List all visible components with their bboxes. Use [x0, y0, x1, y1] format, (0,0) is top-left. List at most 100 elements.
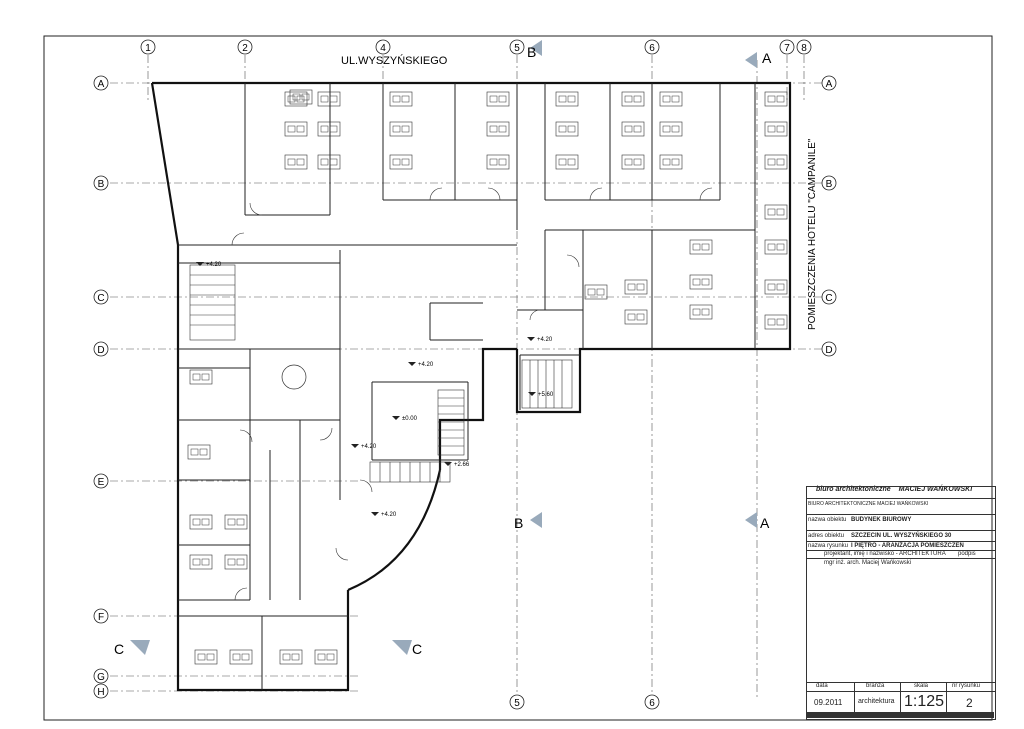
svg-text:8: 8 — [801, 43, 807, 54]
desk-30 — [689, 304, 713, 320]
address-value: SZCZECIN UL. WYSZYŃSKIEGO 30 — [851, 533, 952, 539]
level-marker-4: +4.20 — [408, 362, 434, 368]
row-bubble-right-D: D — [821, 341, 837, 357]
column-bubble-4: 4 — [375, 39, 391, 55]
branch-label: branża — [866, 683, 885, 689]
svg-text:D: D — [825, 345, 832, 356]
svg-text:6: 6 — [649, 43, 655, 54]
meeting-table — [281, 364, 307, 390]
desk-27 — [764, 314, 788, 330]
desk-39 — [189, 554, 213, 570]
desk-38 — [224, 514, 248, 530]
section-marker-b: B B — [514, 40, 542, 531]
svg-text:B: B — [826, 179, 833, 190]
svg-text:6: 6 — [649, 698, 655, 709]
section-mark-a-top: A — [762, 50, 772, 66]
desk-1 — [284, 121, 308, 137]
date-value: 09.2011 — [814, 698, 843, 707]
desk-26 — [764, 279, 788, 295]
desk-18 — [659, 91, 683, 107]
section-mark-b-top: B — [527, 44, 536, 60]
level-marker-1: +4.20 — [351, 444, 377, 450]
company-header-name: MACIEJ WAŃKOWSKI — [898, 486, 973, 493]
desk-20 — [659, 154, 683, 170]
desk-42 — [229, 649, 253, 665]
level-markers: +4.20+4.20+4.20±0.00+4.20+2.66+4.20+5.60 — [196, 262, 554, 518]
section-mark-a-bottom: A — [760, 515, 770, 531]
branch-value: architektura — [858, 698, 895, 705]
level-marker-2: +4.20 — [371, 512, 397, 518]
title-block: biuro architektoniczne MACIEJ WAŃKOWSKI … — [806, 486, 996, 720]
company-header: biuro architektoniczne MACIEJ WAŃKOWSKI — [816, 486, 972, 493]
desk-19 — [659, 121, 683, 137]
svg-text:F: F — [98, 612, 104, 623]
row-bubble-right-B: B — [821, 175, 837, 191]
desk-10 — [486, 121, 510, 137]
hotel-label: POMIESZCZENIA HOTELU "CAMPANILE" — [807, 138, 818, 330]
desk-0 — [284, 91, 308, 107]
row-bubble-G: G — [93, 668, 109, 684]
svg-text:B: B — [98, 179, 105, 190]
desk-5 — [317, 154, 341, 170]
desk-31 — [624, 279, 648, 295]
row-bubble-H: H — [93, 683, 109, 699]
column-bubble-6: 6 — [644, 39, 660, 55]
sheet-value: 2 — [966, 696, 973, 710]
section-marker-c: C C — [114, 640, 422, 657]
desk-11 — [486, 154, 510, 170]
desk-44 — [314, 649, 338, 665]
svg-text:E: E — [98, 477, 105, 488]
section-mark-c-left: C — [114, 641, 124, 657]
grid-axes — [110, 55, 830, 700]
desk-37 — [189, 514, 213, 530]
row-bubble-E: E — [93, 473, 109, 489]
section-mark-b-bottom: B — [514, 515, 523, 531]
desk-36 — [187, 444, 211, 460]
svg-text:A: A — [826, 79, 833, 90]
desk-22 — [764, 121, 788, 137]
svg-text:+4.20: +4.20 — [361, 444, 377, 450]
sheet-label: nr rysunku — [952, 683, 981, 689]
row-bubble-D: D — [93, 341, 109, 357]
svg-text:A: A — [98, 79, 105, 90]
door-swings — [231, 187, 713, 601]
desk-35 — [189, 369, 213, 385]
row-bubble-B: B — [93, 175, 109, 191]
company-header-text: biuro architektoniczne — [816, 486, 891, 493]
level-marker-7: +5.60 — [528, 392, 554, 398]
column-bubble-5: 5 — [509, 39, 525, 55]
row-bubble-C: C — [93, 289, 109, 305]
row-axis-bubbles: A A B B C C D D E F GH — [93, 75, 837, 699]
drawing-value: I PIĘTRO - ARANŻACJA POMIESZCZEŃ — [851, 543, 964, 549]
svg-text:+5.60: +5.60 — [538, 392, 554, 398]
section-marker-a: A A — [745, 50, 772, 531]
desk-13 — [555, 121, 579, 137]
svg-text:+2.66: +2.66 — [454, 462, 470, 468]
desk-15 — [621, 91, 645, 107]
signature-label: podpis — [958, 551, 976, 557]
column-bubble-8: 8 — [796, 39, 812, 55]
architect-name: mgr inż. arch. Maciej Wańkowski — [824, 560, 912, 566]
level-marker-0: +4.20 — [196, 262, 222, 268]
object-label: nazwa obiektu — [808, 517, 847, 523]
desk-2 — [284, 154, 308, 170]
desk-4 — [317, 121, 341, 137]
svg-text:C: C — [825, 293, 832, 304]
column-bubble-bottom-5: 5 — [509, 694, 525, 710]
desk-6 — [389, 91, 413, 107]
row-bubble-right-A: A — [821, 75, 837, 91]
svg-text:+4.20: +4.20 — [206, 262, 222, 268]
desk-clusters — [187, 89, 788, 665]
object-value: BUDYNEK BIUROWY — [851, 517, 912, 523]
interior-walls — [178, 83, 756, 690]
desk-34 — [289, 89, 313, 105]
svg-text:7: 7 — [784, 43, 790, 54]
desk-12 — [555, 91, 579, 107]
column-bubble-7: 7 — [779, 39, 795, 55]
designer-label: projektant, imię i nazwisko - ARCHITEKTU… — [824, 551, 946, 557]
desk-14 — [555, 154, 579, 170]
svg-text:5: 5 — [514, 698, 520, 709]
